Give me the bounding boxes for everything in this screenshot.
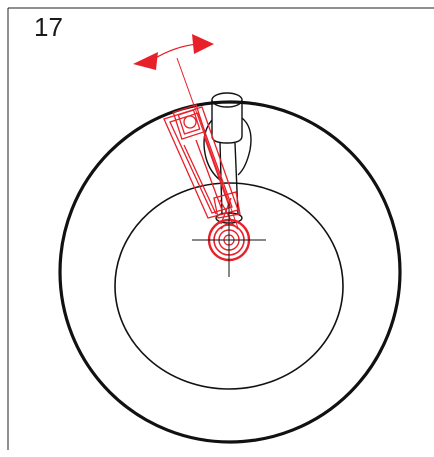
handle-assembly [163,57,241,229]
double-headed-curved-arrow-icon [133,34,214,70]
crosshair-icon [192,203,266,277]
step-number: 17 [34,12,63,42]
basin-outer-rim [58,100,402,444]
